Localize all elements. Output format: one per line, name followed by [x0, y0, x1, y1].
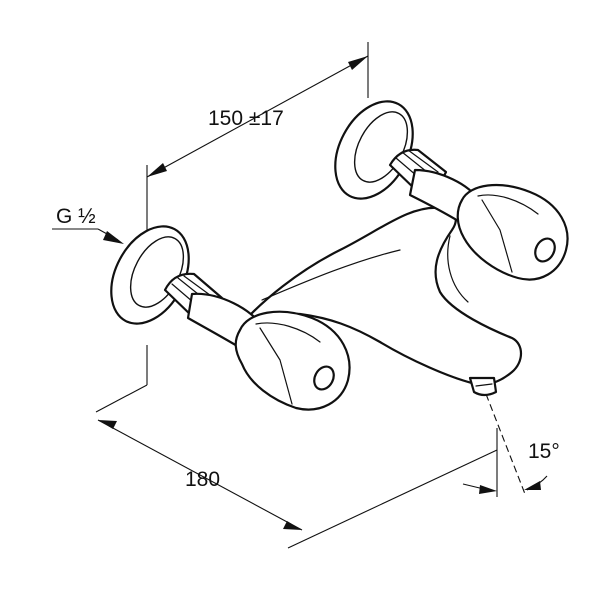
- depth-label: 180: [185, 468, 220, 491]
- top-width-label: 150 ±17: [208, 107, 284, 130]
- spout-axis-line: [485, 393, 526, 495]
- dimension-thread: G ½: [52, 205, 124, 244]
- arrow-head: [524, 481, 541, 490]
- spout-outlet: [468, 376, 498, 397]
- arrow-head: [98, 420, 117, 429]
- arrow-head: [283, 521, 302, 530]
- spout: [234, 206, 523, 386]
- valve-handle-left: [234, 310, 351, 411]
- arrow-head: [103, 231, 124, 244]
- arrow-head: [147, 163, 167, 177]
- spout-highlight: [447, 235, 469, 303]
- dimension-line-top: [146, 55, 369, 178]
- faucet-body: [110, 100, 569, 411]
- arrow-head: [479, 485, 497, 494]
- thread-label: G ½: [56, 205, 96, 228]
- dimension-line-depth: [97, 419, 303, 531]
- arrow-head: [348, 56, 368, 70]
- valve-handle-right: [456, 184, 569, 281]
- spout-highlight: [261, 249, 401, 301]
- dimension-top-width: 150 ±17: [146, 42, 369, 232]
- wall-rosette-right: [334, 100, 414, 200]
- spout-angle-label: 15°: [528, 440, 560, 463]
- extension-line-right: [287, 449, 498, 549]
- dimension-depth: 180: [95, 345, 498, 549]
- dimension-spout-angle: 15°: [462, 393, 560, 495]
- extension-line-left: [95, 384, 148, 413]
